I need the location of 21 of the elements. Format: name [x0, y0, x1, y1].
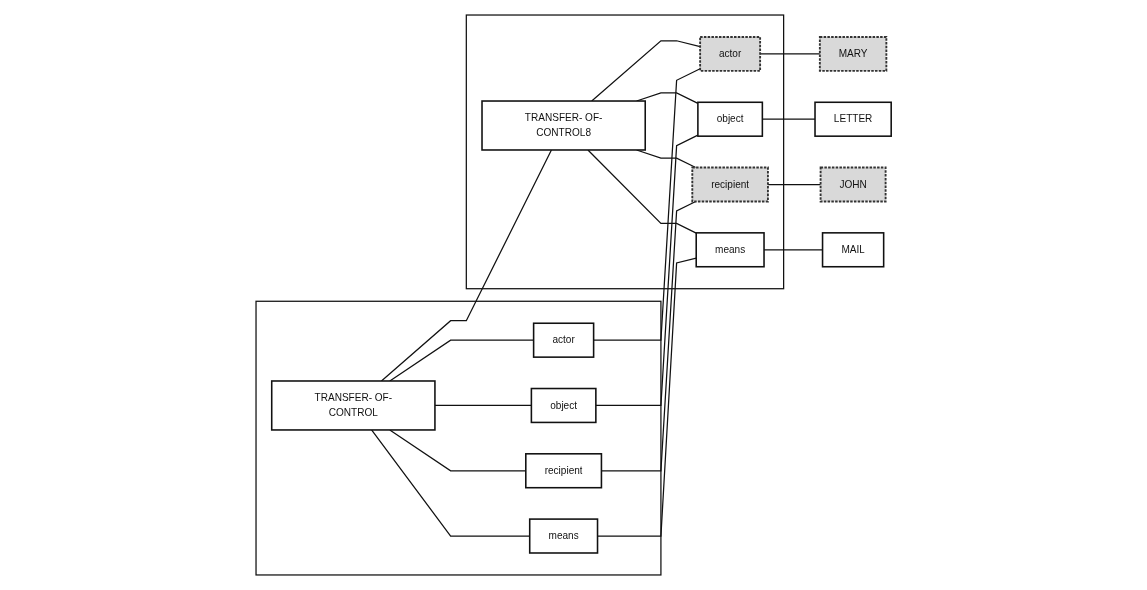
node-box: recipient [691, 166, 769, 203]
node-box: actor [532, 322, 595, 358]
node-box: TRANSFER- OF-CONTROL [270, 380, 436, 431]
connector [587, 149, 697, 234]
connector [595, 134, 699, 407]
node-box: means [528, 518, 599, 554]
connector [591, 40, 701, 102]
cluster [255, 300, 662, 576]
node-box: JOHN [819, 166, 887, 203]
cluster [465, 14, 785, 290]
node-box: actor [699, 36, 761, 72]
connector [380, 149, 552, 382]
connector [434, 404, 532, 407]
node-box: object [530, 387, 597, 424]
node-box: MARY [818, 36, 888, 72]
node-box: object [697, 101, 764, 137]
node-box: recipient [524, 453, 603, 489]
node-box: MAIL [821, 232, 885, 268]
node-box: TRANSFER- OF-CONTROL8 [481, 100, 646, 151]
node-box: means [695, 232, 765, 268]
node-box: LETTER [814, 101, 892, 137]
